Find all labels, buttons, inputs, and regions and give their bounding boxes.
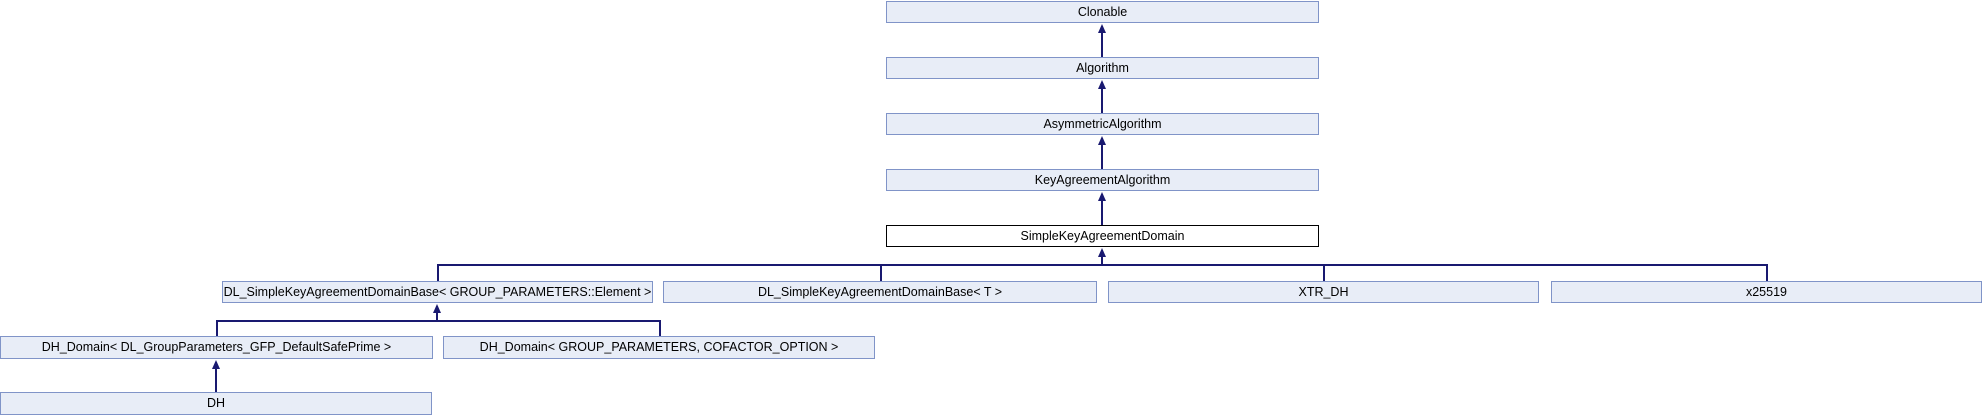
inheritance-edge xyxy=(1101,26,1103,57)
inheritance-edge xyxy=(215,362,217,392)
inheritance-edge-rail xyxy=(216,320,660,322)
class-node-dh-domain-cofactor-option[interactable]: DH_Domain< GROUP_PARAMETERS, COFACTOR_OP… xyxy=(443,336,875,359)
inheritance-edge-rail xyxy=(437,264,1767,266)
class-node-algorithm[interactable]: Algorithm xyxy=(886,57,1319,79)
inheritance-edge xyxy=(1101,82,1103,113)
class-node-clonable[interactable]: Clonable xyxy=(886,1,1319,23)
class-node-x25519[interactable]: x25519 xyxy=(1551,281,1982,303)
inheritance-edge xyxy=(1101,250,1103,265)
class-node-simple-key-agreement-domain: SimpleKeyAgreementDomain xyxy=(886,225,1319,247)
class-node-dl-simplekeyagreementdomainbase-element[interactable]: DL_SimpleKeyAgreementDomainBase< GROUP_P… xyxy=(222,281,653,303)
class-node-key-agreement-algorithm[interactable]: KeyAgreementAlgorithm xyxy=(886,169,1319,191)
inheritance-edge xyxy=(1101,138,1103,169)
inheritance-edge xyxy=(659,320,661,336)
inheritance-edge xyxy=(1323,264,1325,281)
inheritance-edge xyxy=(436,306,438,321)
inheritance-edge xyxy=(1766,264,1768,281)
inheritance-edge xyxy=(437,264,439,281)
inheritance-edge xyxy=(216,320,218,336)
class-node-asymmetric-algorithm[interactable]: AsymmetricAlgorithm xyxy=(886,113,1319,135)
class-node-dl-simplekeyagreementdomainbase-t[interactable]: DL_SimpleKeyAgreementDomainBase< T > xyxy=(663,281,1097,303)
inheritance-edge xyxy=(880,264,882,281)
class-node-xtr-dh[interactable]: XTR_DH xyxy=(1108,281,1539,303)
class-node-dh-domain-defaultsafeprime[interactable]: DH_Domain< DL_GroupParameters_GFP_Defaul… xyxy=(0,336,433,359)
inheritance-edge xyxy=(1101,194,1103,225)
class-node-dh[interactable]: DH xyxy=(0,392,432,415)
